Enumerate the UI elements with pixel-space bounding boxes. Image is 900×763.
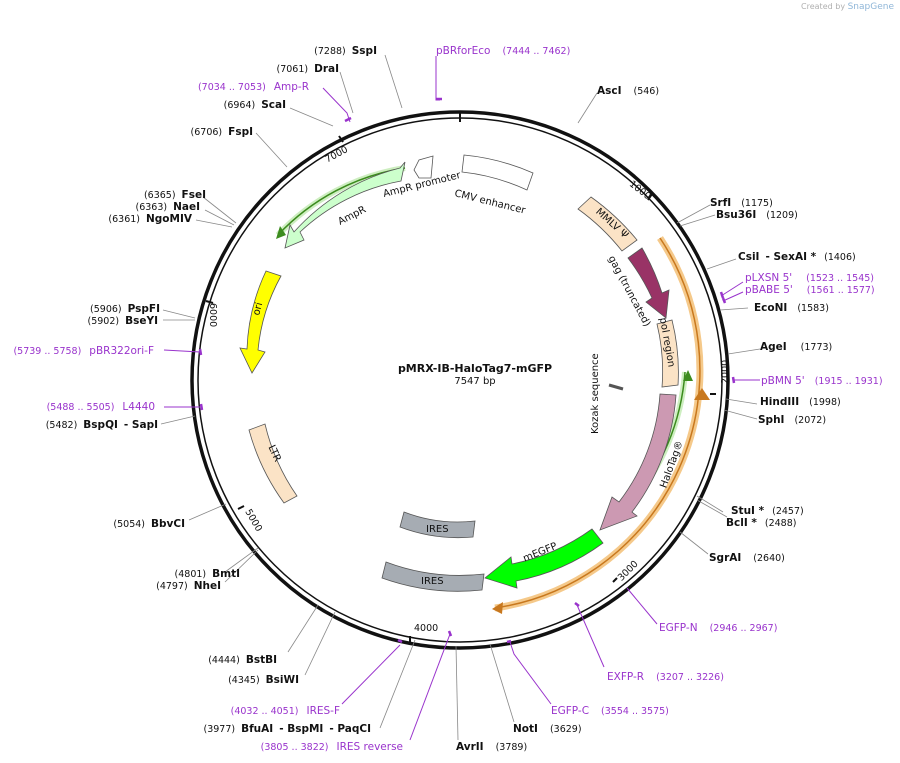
feature-halotag[interactable] (599, 393, 677, 531)
primer-egfp-n: EGFP-N(2946 .. 2967) (659, 622, 777, 634)
site-fsei: (6365)FseI (144, 189, 206, 201)
label-kozak: Kozak sequence (590, 353, 601, 434)
primer-pbmn5: pBMN 5'(1915 .. 1931) (761, 375, 883, 387)
primer-plxsn5: pLXSN 5'(1523 .. 1545) (745, 272, 874, 284)
feature-mEGFP[interactable] (484, 528, 604, 589)
tick-2000: 2000 (720, 360, 731, 384)
orf-arrowhead-orange-1 (694, 388, 710, 400)
label-ori: ori (251, 301, 265, 316)
primer-marks (198, 97, 736, 644)
site-bspqi: (5482)BspQI- SapI (46, 419, 158, 431)
site-econi: EcoNI(1583) (754, 302, 829, 314)
primer-l4440: (5488 .. 5505)L4440 (47, 401, 155, 413)
label-ires-2: IRES (421, 576, 444, 587)
tick-marks (205, 111, 716, 643)
site-bsu36i: Bsu36I(1209) (716, 209, 798, 221)
primer-ires-f: (4032 .. 4051)IRES-F (231, 705, 340, 717)
feature-mmlv[interactable] (577, 196, 638, 252)
site-sspi: (7288)SspI (314, 45, 377, 57)
feature-gag[interactable] (627, 247, 670, 319)
orf-arrowhead-orange-2 (492, 602, 503, 614)
site-bstbi: (4444)BstBI (208, 654, 277, 666)
feature-ires-2[interactable] (381, 561, 485, 592)
primer-pbabe5: pBABE 5'(1561 .. 1577) (745, 284, 875, 296)
feature-ampr[interactable] (284, 161, 406, 249)
plasmid-name: pMRX-IB-HaloTag7-mGFP (398, 362, 552, 375)
site-pspfi: (5906)PspFI (90, 303, 160, 315)
site-bcli: BclI *(2488) (726, 517, 796, 529)
orf-arc-orange-line (494, 237, 701, 609)
orf-arrowhead-green-1 (683, 370, 693, 381)
site-fspi: (6706)FspI (191, 126, 253, 138)
credit: Created by SnapGene (801, 2, 894, 12)
site-stui: StuI *(2457) (731, 505, 804, 517)
site-scai: (6964)ScaI (224, 99, 286, 111)
site-naei: (6363)NaeI (136, 201, 201, 213)
label-ampr: AmpR (336, 204, 368, 227)
site-sgrai: SgrAI(2640) (709, 552, 785, 564)
tick-4000: 4000 (414, 623, 438, 634)
primer-egfp-c: EGFP-C(3554 .. 3575) (551, 705, 669, 717)
snapgene-logo: SnapGene (847, 2, 894, 12)
primer-pbr322ori: (5739 .. 5758)pBR322ori-F (13, 345, 154, 357)
label-cmv-enhancer: CMV enhancer (453, 188, 527, 216)
feature-cmv-enhancer[interactable] (461, 154, 534, 191)
primer-pbrforeco: pBRforEco(7444 .. 7462) (436, 45, 570, 57)
site-avrii: AvrII(3789) (456, 741, 527, 753)
site-csii: CsiI- SexAI *(1406) (738, 251, 856, 263)
primer-exfp-r: EXFP-R(3207 .. 3226) (607, 671, 724, 683)
site-hindiii: HindIII(1998) (760, 396, 841, 408)
plasmid-length: 7547 bp (454, 376, 495, 387)
feature-ori[interactable] (239, 270, 282, 374)
site-drai: (7061)DraI (277, 63, 339, 75)
site-bfuai: (3977)BfuAI- BspMI- PaqCI (204, 723, 371, 735)
primer-ampr: (7034 .. 7053)Amp-R (198, 81, 309, 93)
site-bseyi: (5902)BseYI (88, 315, 158, 327)
tick-6000: 6000 (207, 303, 218, 327)
site-bsiwi: (4345)BsiWI (228, 674, 299, 686)
site-bbvci: (5054)BbvCI (113, 518, 185, 530)
primer-ires-reverse: (3805 .. 3822)IRES reverse (261, 741, 403, 753)
feature-kozak[interactable] (608, 383, 624, 391)
site-bmti: (4801)BmtI (175, 568, 240, 580)
site-nhei: (4797)NheI (156, 580, 221, 592)
orf-arrowhead-green-2 (276, 226, 286, 239)
site-noti: NotI(3629) (513, 723, 582, 735)
site-srfi: SrfI(1175) (710, 197, 773, 209)
site-asci: AscI(546) (597, 85, 659, 97)
credit-prefix: Created by (801, 2, 846, 11)
feature-ampr-promoter[interactable] (413, 155, 434, 179)
site-leaders (160, 54, 761, 741)
feature-ltr[interactable] (248, 423, 298, 504)
feature-ires-1[interactable] (399, 511, 476, 539)
site-sphi: SphI(2072) (758, 414, 826, 426)
label-ires-1: IRES (426, 524, 449, 535)
site-ngomiv: (6361)NgoMIV (108, 213, 192, 225)
site-agei: AgeI(1773) (760, 341, 832, 353)
feature-pol[interactable] (656, 319, 679, 388)
